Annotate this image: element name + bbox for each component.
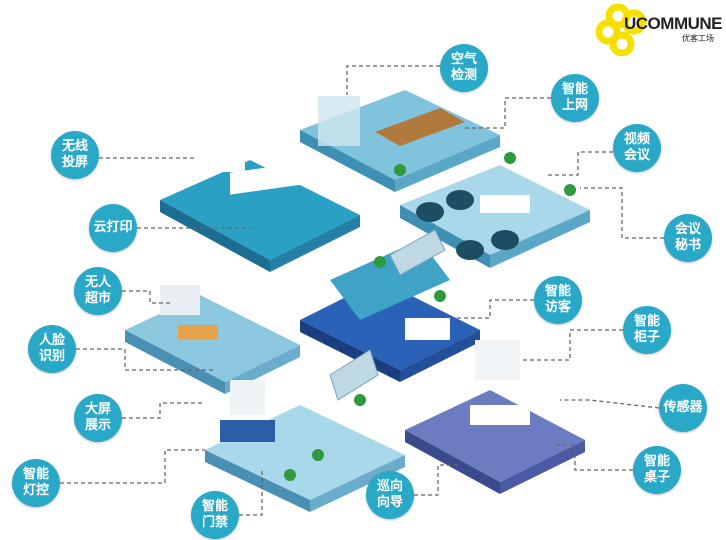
label-text: 智能门禁	[201, 499, 228, 530]
connector-lines	[60, 65, 664, 516]
logo-emblem-icon	[595, 3, 647, 57]
label-face-recognition: 人脸识别	[28, 325, 76, 373]
label-text: 智能柜子	[633, 314, 660, 345]
label-text: 云打印	[93, 220, 133, 235]
escalators	[329, 229, 446, 401]
office-platform	[405, 340, 585, 494]
label-cloud-print: 云打印	[89, 204, 137, 252]
label-unmanned-store: 无人超市	[74, 267, 122, 315]
label-text: 智能桌子	[643, 454, 670, 485]
label-text: 视频会议	[623, 132, 650, 163]
store-platform	[125, 285, 300, 394]
label-wireless-screencast: 无线投屏	[51, 131, 99, 179]
cowork-platform	[160, 150, 360, 272]
label-smart-lighting: 智能灯控	[12, 459, 60, 507]
video-conference-platform	[400, 165, 590, 268]
meeting-room-platform	[300, 90, 500, 192]
label-smart-internet: 智能上网	[551, 74, 599, 122]
label-text: 智能上网	[561, 82, 588, 113]
label-text: 巡向向导	[376, 479, 403, 510]
reception-platform	[300, 240, 480, 382]
label-patrol-guide: 巡向向导	[366, 471, 414, 519]
logo-chinese-name: 优客工场	[682, 34, 714, 43]
label-video-conference: 视频会议	[613, 124, 661, 172]
label-big-screen: 大屏展示	[74, 394, 122, 442]
ucommune-logo: UCOMMUNE 优客工场	[595, 2, 726, 57]
label-text: 无线投屏	[61, 139, 88, 170]
label-smart-desk: 智能桌子	[633, 446, 681, 494]
label-text: 空气检测	[450, 52, 477, 83]
label-meeting-secretary: 会议秘书	[664, 214, 712, 262]
plants	[284, 152, 576, 481]
label-smart-access: 智能门禁	[191, 491, 239, 539]
lobby-platform	[205, 380, 405, 512]
label-text: 智能访客	[544, 284, 571, 315]
label-text: 人脸识别	[38, 333, 65, 364]
logo-wordmark: UCOMMUNE	[624, 14, 723, 33]
label-smart-locker: 智能柜子	[623, 306, 671, 354]
label-smart-visitor: 智能访客	[534, 276, 582, 324]
label-sensor: 传感器	[659, 384, 707, 432]
label-text: 智能灯控	[22, 467, 49, 498]
label-air-quality: 空气检测	[440, 44, 488, 92]
label-text: 会议秘书	[674, 222, 701, 253]
label-text: 大屏展示	[84, 402, 111, 433]
label-text: 传感器	[663, 400, 703, 415]
label-text: 无人超市	[84, 275, 111, 306]
